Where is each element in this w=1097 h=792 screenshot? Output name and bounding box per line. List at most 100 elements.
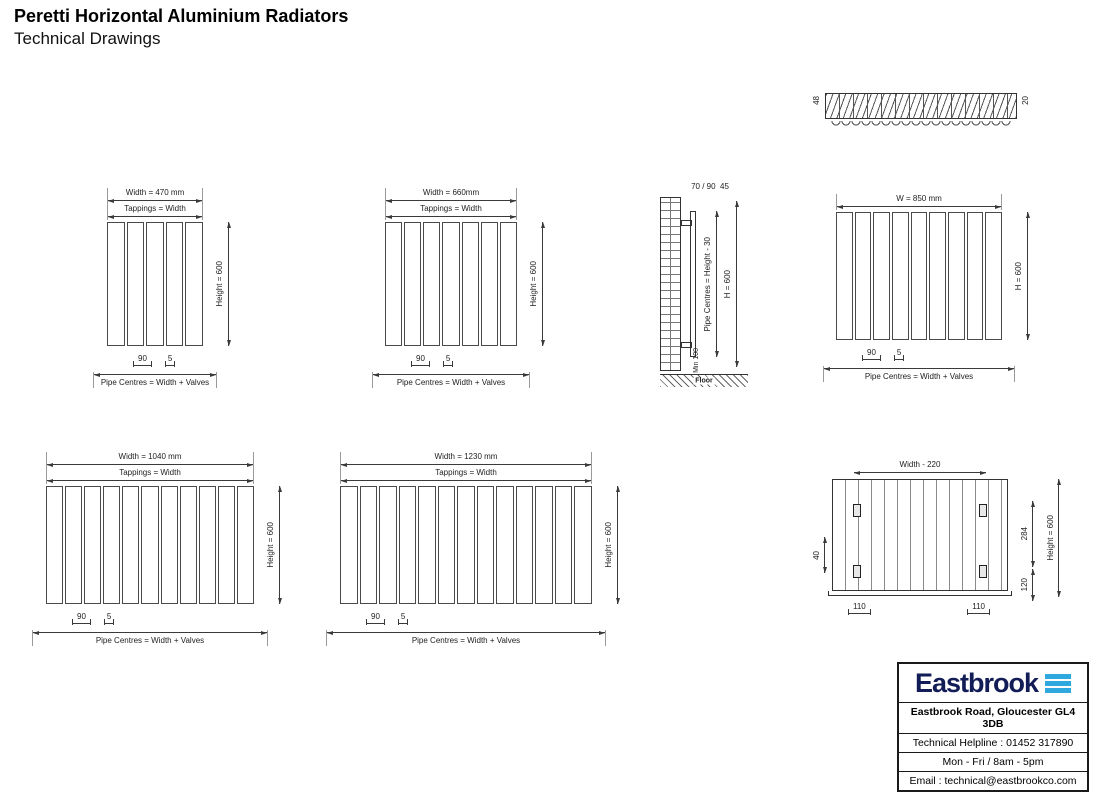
page-subtitle: Technical Drawings [14,29,161,48]
side-view-top-dims: 70 / 90 45 [674,176,746,194]
plan-view-drawing: 48 20 [812,93,1030,130]
height-dimension: Height = 600 [266,486,282,604]
pipe-centres-height-dimension: Pipe Centres = Height - 30 [703,211,719,357]
pipe-centres-label: Pipe Centres = Width + Valves [411,636,521,645]
pipe-offset-dim: 90 [366,612,385,625]
company-address: Eastbrook Road, Gloucester GL4 3DB [899,702,1087,733]
height-dimension: Height = 600 [215,222,231,346]
radiator-panel [499,222,517,346]
dimension-line [734,201,739,367]
pipe-centres-label: Pipe Centres = Width + Valves [864,372,974,381]
radiator-panel [122,486,140,604]
height-dimension: Height = 600 [1046,479,1061,597]
radiator-panel [160,486,178,604]
dimension-line [1025,212,1030,340]
dimension-line [854,470,986,475]
radiator-panel [165,222,184,346]
width-dimension: Width = 1040 mm [47,452,253,467]
side-view-main: Pipe Centres = Height - 30 H = 600 Min 1… [660,197,760,373]
radiator-panel [929,212,947,340]
bracket-span-dimension: 284 [1020,501,1035,567]
height-dimension: H = 600 [1014,212,1030,340]
radiator-panel [340,486,358,604]
radiator-panel [836,212,853,340]
sheet-header: Peretti Horizontal Aluminium Radiators T… [14,6,348,49]
dimension-line [824,366,1014,371]
tappings-dimension-label: Tappings = Width [420,204,482,213]
radiator-panel [496,486,514,604]
top-dimensions: Width = 1040 mm Tappings = Width [46,452,254,484]
radiator-panel [198,486,216,604]
radiator-row: Height = 600 [340,486,620,604]
rear-view-main: 40 284 120 Height = 600 [812,479,1061,601]
dimension-line [94,372,216,377]
dimension-line [47,478,253,483]
dimension-line [108,214,202,219]
min-clearance-label: Min 100 [693,348,700,373]
valve-spacing-dim: 5 [164,354,176,367]
radiator-panel [985,212,1003,340]
plan-view-depth-dim: 48 [812,96,821,105]
top-dimensions: Width = 660mm Tappings = Width [385,188,517,220]
radiator-panel [179,486,197,604]
tappings-dimension: Tappings = Width [47,468,253,483]
radiator-panel [418,486,436,604]
radiator-panel [948,212,965,340]
radiator-panel [476,486,495,604]
valve-spacing-dim: 5 [397,612,409,625]
pipe-centres-dimension: Pipe Centres = Width + Valves [32,630,268,646]
radiator-row: Height = 600 [46,486,282,604]
dimension-line [33,630,267,635]
dimension-line [226,222,231,346]
floor-label: Floor [693,377,715,385]
radiator-panel [437,486,456,604]
front-view-drawing-1040: Width = 1040 mm Tappings = Width Height … [32,452,282,646]
pipe-offset-dim: 90 [72,612,91,625]
dimension-line [837,204,1001,209]
radiator-panel [385,222,403,346]
top-dimensions: W = 850 mm [836,194,1002,210]
pipe-centres-height-label: Pipe Centres = Height - 30 [703,236,712,332]
height-dimension-label: Height = 600 [529,261,538,307]
pipe-centres-label: Pipe Centres = Width + Valves [396,378,506,387]
company-email: Email : technical@eastbrookco.com [899,771,1087,790]
radiator-row: H = 600 [836,212,1030,340]
rear-panel-body [832,479,1008,591]
radiator-panel [535,486,553,604]
dimension-line [1030,569,1035,601]
dim-120-label: 120 [1020,578,1029,592]
pipe-offset-dim: 90 [133,354,152,367]
height-dimension-label: Height = 600 [266,522,275,568]
bracket-offset-dim: 45 [720,182,729,191]
height-dimension-label: H = 600 [1014,261,1023,291]
company-helpline: Technical Helpline : 01452 317890 [899,733,1087,752]
radiator-panel [554,486,573,604]
front-view-drawing-1230: Width = 1230 mm Tappings = Width Height … [326,452,620,646]
bracket-width-dimension: Width - 220 [854,460,986,475]
plan-view-stack [825,93,1017,130]
width-dimension-label: Width = 660mm [422,188,480,197]
pipe-centres-dimension: Pipe Centres = Width + Valves [372,372,530,388]
radiator-panel [515,486,534,604]
radiator-panel [873,212,891,340]
pipe-centres-label: Pipe Centres = Width + Valves [100,378,210,387]
radiator-body [107,222,203,346]
radiator-panel [398,486,417,604]
rear-base-plinth [828,591,1012,596]
height-dimension-label: Height = 600 [1046,515,1055,561]
plan-view-panel-profile [831,121,1011,130]
wall-bracket-icon [979,565,987,578]
tappings-dimension: Tappings = Width [341,468,591,483]
company-hours: Mon - Fri / 8am - 5pm [899,752,1087,771]
radiator-panel [442,222,460,346]
wall-offset-dim: 70 / 90 [691,182,716,191]
radiator-panel [359,486,378,604]
dimension-line [540,222,545,346]
radiator-panel [854,212,872,340]
dimension-line [1056,479,1061,597]
valve-spacing-dim: 5 [893,348,905,361]
side-view-drawing: 70 / 90 45 Pipe Centres = Height - 30 H … [660,176,760,387]
radiator-panel [236,486,255,604]
radiator-body [340,486,592,604]
radiator-body [836,212,1003,340]
